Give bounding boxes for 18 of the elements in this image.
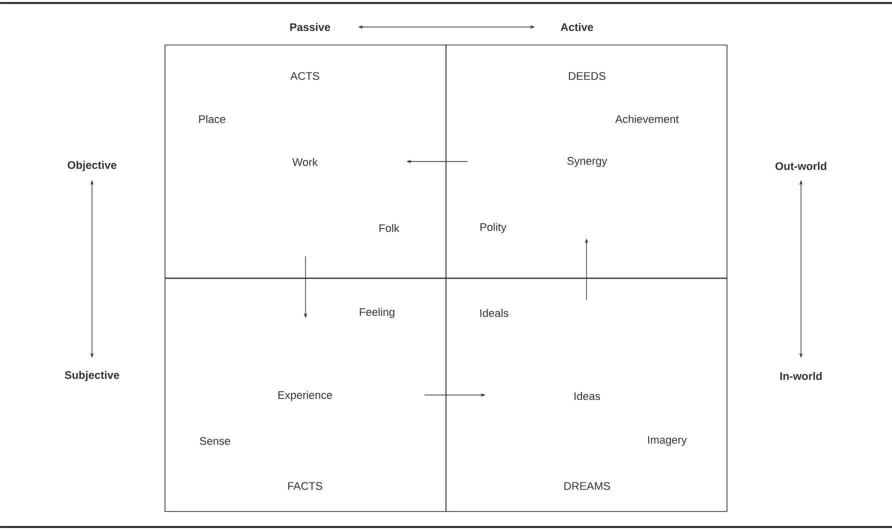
word-label: Work — [292, 158, 318, 166]
word-label: Folk — [380, 224, 400, 232]
axis-label: Subjective — [64, 370, 120, 382]
word-label: Ideals — [480, 308, 508, 318]
word-label: Achievement — [615, 114, 679, 124]
word-label: Feeling — [360, 308, 394, 318]
word-label: Ideas — [574, 392, 600, 400]
axis-label: Out-world — [775, 162, 826, 170]
word-label: Place — [199, 114, 226, 124]
word-label: Polity — [480, 222, 506, 234]
axis-label: Passive — [290, 22, 330, 32]
axis-label: Active — [560, 22, 594, 32]
word-label: Sense — [200, 437, 230, 445]
word-label: Synergy — [567, 157, 608, 167]
axis-label: Objective — [68, 160, 116, 172]
word-label: Experience — [278, 390, 332, 402]
axis-label: In-world — [780, 372, 822, 380]
word-label: Imagery — [648, 436, 687, 446]
